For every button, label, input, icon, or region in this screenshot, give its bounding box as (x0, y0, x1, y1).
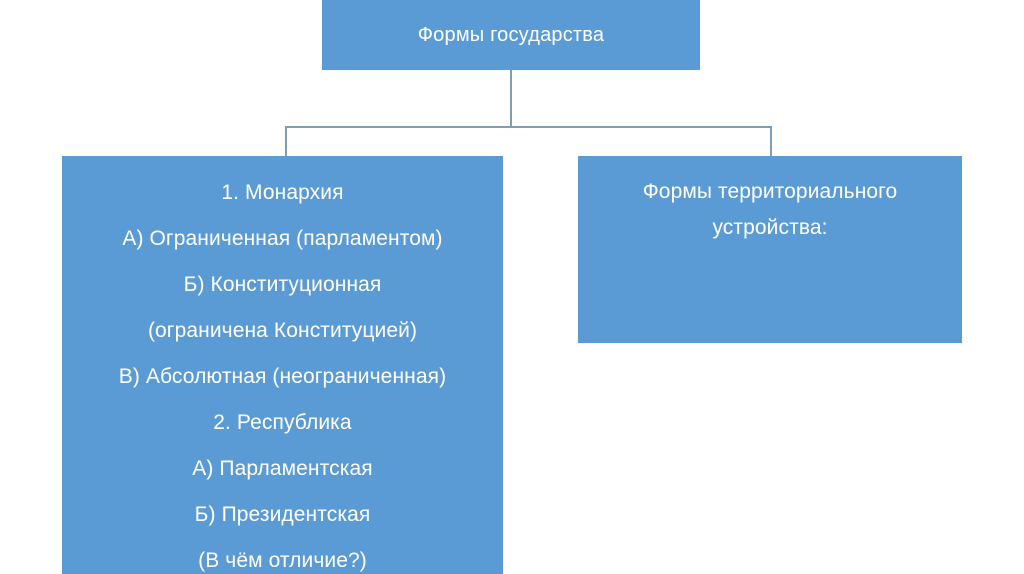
connector-root-stem (510, 70, 512, 128)
branch-left-line: А) Ограниченная (парламентом) (122, 227, 443, 250)
branch-left-line: 1. Монархия (221, 181, 344, 204)
branch-left-line: 2. Республика (213, 411, 352, 434)
branch-left-line: Б) Конституционная (183, 273, 382, 296)
branch-right-line: Формы территориального (642, 180, 898, 203)
root-node[interactable]: Формы государства (322, 0, 700, 70)
connector-bus (285, 126, 772, 128)
branch-node-territorial-forms[interactable]: Формы территориального устройства: (578, 156, 962, 343)
connector-drop-right (770, 126, 772, 157)
branch-right-line: устройства: (712, 216, 828, 239)
branch-left-line: В) Абсолютная (неограниченная) (118, 365, 447, 388)
branch-node-government-forms[interactable]: 1. Монархия А) Ограниченная (парламентом… (62, 156, 503, 574)
branch-left-line: А) Парламентская (192, 457, 373, 480)
root-node-label: Формы государства (417, 24, 605, 46)
branch-left-line: (В чём отличие?) (198, 549, 367, 572)
branch-left-line: (ограничена Конституцией) (147, 319, 418, 342)
connector-drop-left (285, 126, 287, 157)
branch-left-line: Б) Президентская (194, 503, 371, 526)
